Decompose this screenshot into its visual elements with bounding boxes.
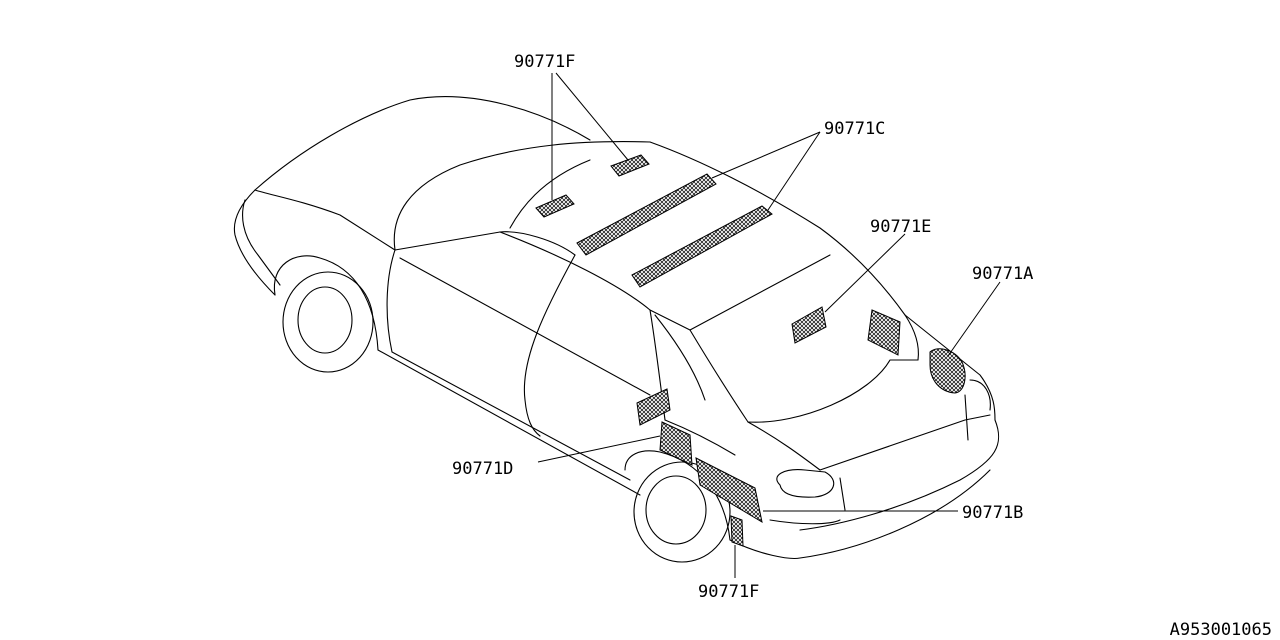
pad-trunk-e	[791, 306, 827, 344]
label-90771d: 90771D	[452, 459, 513, 479]
pad-rear-a	[929, 348, 966, 394]
pad-roof-strip-1	[576, 173, 717, 256]
pad-bumper-f	[730, 515, 744, 547]
pad-roof-front-right	[610, 154, 650, 177]
callout-labels: 90771F 90771C 90771E 90771A 90771D 90771…	[452, 52, 1033, 602]
label-90771e: 90771E	[870, 217, 931, 237]
pad-door-d	[636, 388, 671, 426]
car-outline	[233, 96, 1000, 563]
label-90771a: 90771A	[972, 264, 1033, 284]
label-90771f-top: 90771F	[514, 52, 575, 72]
label-90771b: 90771B	[962, 503, 1023, 523]
silencer-pads	[535, 154, 966, 547]
leader-lines	[537, 72, 1001, 578]
pad-trunk-side	[867, 309, 901, 356]
pad-roof-front-left	[535, 194, 575, 218]
pad-quarter-upper	[659, 421, 693, 466]
label-90771c: 90771C	[824, 119, 885, 139]
diagram-code: A953001065	[1169, 620, 1272, 640]
label-90771f-bottom: 90771F	[698, 582, 759, 602]
pad-quarter-b	[695, 457, 763, 524]
pad-roof-strip-2	[631, 205, 773, 288]
